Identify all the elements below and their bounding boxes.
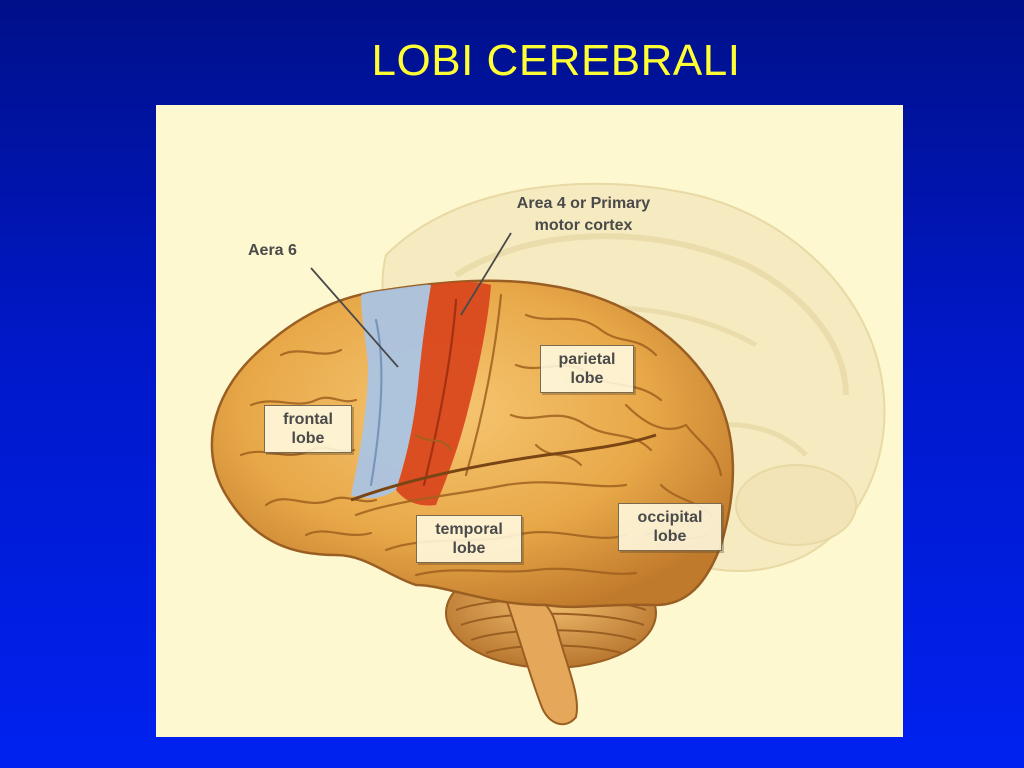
temporal-lobe-label: temporal lobe [416,515,522,563]
occipital-lobe-label-line1: occipital [637,509,703,526]
area-6-label-text: Aera 6 [248,242,297,259]
occipital-lobe-label-line2: lobe [653,528,687,545]
motor-cortex-label-line1: Area 4 or Primary [516,195,651,212]
occipital-lobe-label: occipital lobe [618,503,722,551]
frontal-lobe-label-line1: frontal [283,411,333,428]
area-6-label: Aera 6 [248,241,297,260]
leader-lines [310,232,512,368]
temporal-lobe-label-line1: temporal [435,521,503,538]
frontal-lobe-label: frontal lobe [264,405,352,453]
area-6-region [351,284,431,499]
brainstem [499,583,578,726]
parietal-lobe-label: parietal lobe [540,345,634,393]
parietal-lobe-label-line1: parietal [558,351,616,368]
brain-diagram: Aera 6 Area 4 or Primary motor cortex fr… [156,105,903,737]
motor-cortex-label-line2: motor cortex [534,217,633,234]
parietal-lobe-label-line2: lobe [570,370,604,387]
temporal-lobe-label-line2: lobe [452,540,486,557]
motor-cortex-label: Area 4 or Primary motor cortex [491,193,676,237]
frontal-lobe-label-line2: lobe [291,430,325,447]
lateral-sulcus [350,433,657,502]
slide-title: LOBI CEREBRALI [371,36,741,85]
